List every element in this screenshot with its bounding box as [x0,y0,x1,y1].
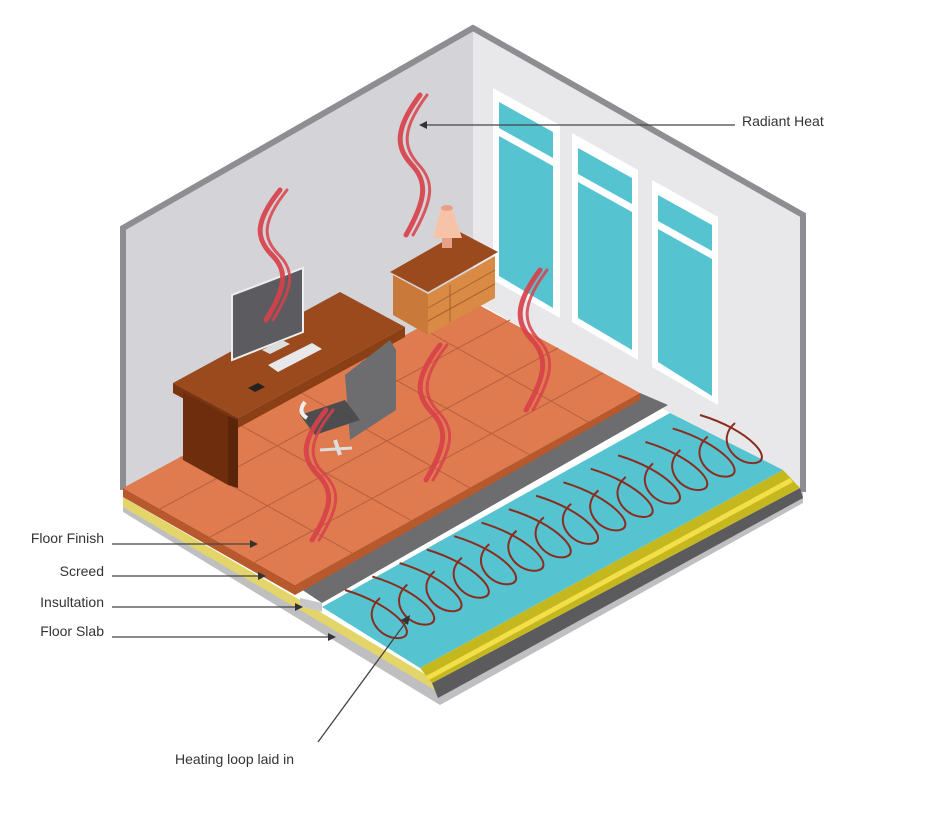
yellow-trim [426,478,793,680]
heating-coil-loop [590,467,654,518]
heating-coil-loop [481,521,545,572]
heat-wave [517,267,546,413]
window-3 [652,180,718,405]
label-radiant-heat: Radiant Heat [742,113,824,129]
heating-coil-loop [645,440,709,491]
heating-loop-leader [317,621,407,743]
leader-lines [112,121,735,743]
window-1 [493,88,560,318]
window-2 [572,133,638,360]
heating-coil-loop [672,427,736,478]
label-heating-loop: Heating loop laid in [175,751,294,767]
heat-wave [405,93,432,237]
label-floor-finish: Floor Finish [31,530,104,546]
heating-coil-loop [563,481,627,532]
label-screed: Screed [60,563,104,579]
heat-wave [303,407,332,543]
insulation-layer [322,413,783,668]
heating-coil-loop [508,508,572,559]
arrow-icon [258,572,266,580]
keyboard [268,343,322,372]
heating-loop-coils [344,414,763,640]
heat-wave [311,408,338,542]
arrow-icon [401,615,410,625]
arrow-icon [250,540,258,548]
lamp [433,205,462,248]
label-floor-slab: Floor Slab [40,623,104,639]
radiant-heat-waves [257,92,552,543]
heating-coil-loop [699,414,763,465]
phone [248,383,265,392]
heat-wave [257,187,286,323]
arrow-icon [295,603,303,611]
label-insulation: Insultation [40,594,104,610]
heating-coil-loop [453,535,517,586]
heat-wave [417,342,446,483]
dresser [390,232,498,335]
screed-layer [295,393,668,603]
windows [493,88,718,405]
heat-wave [525,268,552,412]
heating-coil-loop [426,548,490,599]
heat-wave [425,343,452,482]
arrow-icon [328,633,336,641]
slab-dark-edge [432,488,803,698]
screed-edge [300,598,322,612]
yellow-band-left [123,497,435,690]
heating-coil-loop [617,454,681,505]
heat-wave [397,92,426,238]
floor-layers [123,300,803,705]
heating-coil-loop [372,575,436,626]
heating-coil-loop [535,494,599,545]
heating-coil-loop [399,562,463,613]
heating-coil-loop [344,589,408,640]
arrow-icon [419,121,427,129]
heat-wave [265,188,292,322]
wall-top-edge [120,24,806,492]
